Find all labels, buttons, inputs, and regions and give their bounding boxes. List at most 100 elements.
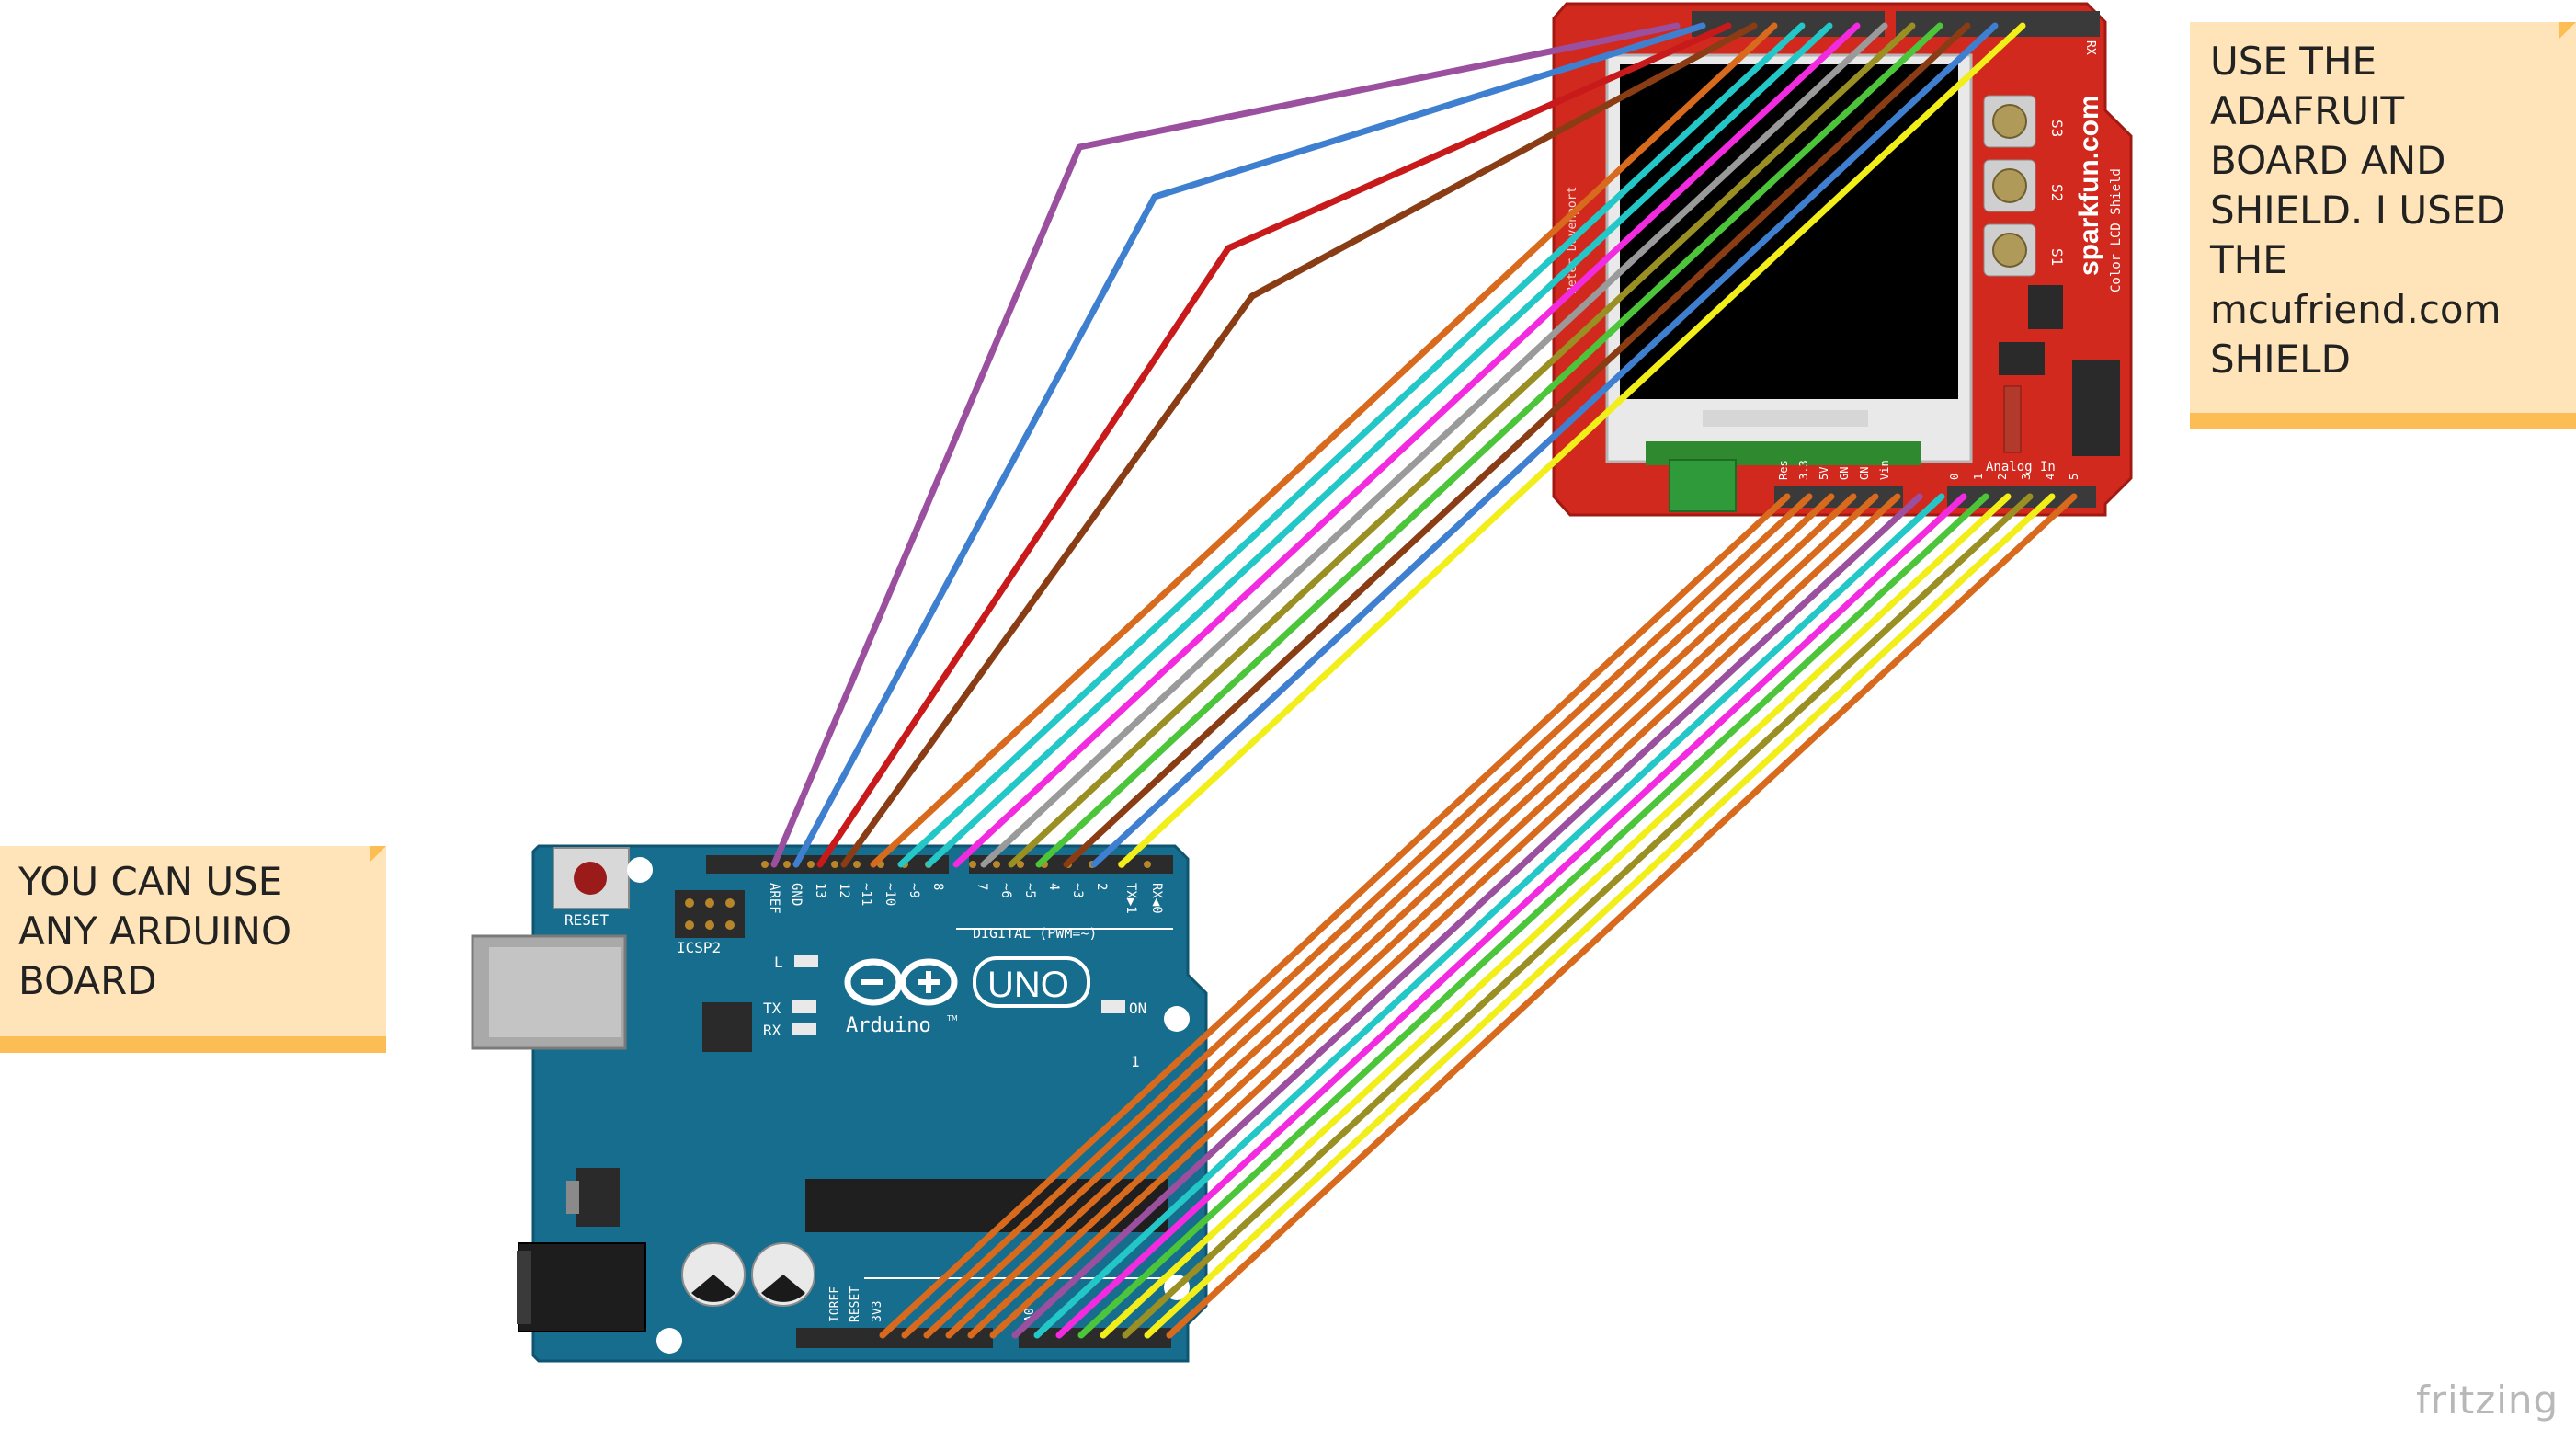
led-rx [792, 1023, 816, 1035]
header-pin [853, 861, 861, 868]
power-pin-3v3: 3V3 [871, 1301, 884, 1322]
note-bar [0, 1036, 386, 1053]
wire-analog [1144, 493, 2056, 1339]
shield-power-pin-label: 3.3 [1797, 460, 1810, 480]
shield-rx-label: RX [2083, 40, 2097, 55]
wire-digital [1118, 22, 2026, 868]
shield-resistor [2003, 385, 2022, 453]
wire-analog [1166, 493, 2078, 1339]
arduino-logo-tm: TM [946, 1014, 958, 1023]
lcd-shield: S3 S2 S1 sparkfun.com Color LCD Shield P… [1552, 2, 2133, 517]
note-fold-icon [2559, 22, 2576, 39]
arduino-logo-icon [844, 958, 958, 1006]
reset-label: RESET [564, 911, 610, 929]
note-arduino: YOU CAN USE ANY ARDUINO BOARD [0, 846, 386, 1053]
shield-buttons [1983, 95, 2036, 277]
digital-pin-label: 4 [1046, 883, 1061, 890]
digital-label: DIGITAL (PWM=~) [973, 925, 1097, 942]
button-s2-icon[interactable] [1992, 168, 2027, 203]
wire-brown [840, 22, 1758, 868]
shield-power-header [1774, 486, 1903, 508]
led-on [1101, 1000, 1125, 1013]
header-pin [969, 861, 976, 868]
led-l [794, 955, 818, 967]
shield-ic-small [2028, 285, 2063, 329]
wire-analog [1077, 493, 1989, 1339]
note-arduino-text: YOU CAN USE ANY ARDUINO BOARD [18, 859, 292, 1003]
led-tx [792, 1000, 816, 1013]
button-label-s1: S1 [2048, 248, 2066, 266]
wire-analog [923, 493, 1835, 1339]
wire-red [816, 22, 1732, 868]
analog-header [1019, 1328, 1171, 1348]
icsp2-header [675, 890, 745, 938]
digital-pin-label: 12 [837, 883, 851, 898]
header-pin [807, 861, 815, 868]
wire-blue [792, 22, 1706, 868]
wire-digital [897, 22, 1806, 868]
shield-analog-label: Analog In [1986, 460, 2056, 474]
shield-analog-pin-label: 3 [2020, 474, 2033, 480]
wire-analog [901, 493, 1813, 1339]
led-on-label: ON [1129, 1000, 1146, 1017]
digital-pin-label: 2 [1094, 883, 1109, 890]
button-s1-icon[interactable] [1992, 233, 2027, 268]
led-rx-label: RX [763, 1022, 781, 1039]
wires [770, 22, 2078, 1339]
power-header [796, 1328, 993, 1348]
uno-text: UNO [987, 965, 1069, 1005]
wire-digital [870, 22, 1778, 868]
shield-analog-pin-label: 4 [2044, 474, 2057, 480]
shield-brand: sparkfun.com [2074, 95, 2104, 276]
shield-ic-regulator [1999, 342, 2045, 375]
shield-power-pin-label: GN [1858, 467, 1871, 480]
wire-analog [1122, 493, 2034, 1339]
uno-badge [973, 956, 1090, 1008]
digital-pin-label: AREF [767, 883, 781, 914]
mount-hole [627, 857, 653, 883]
icsp2-label: ICSP2 [677, 939, 721, 956]
led-tx-label: TX [763, 1000, 781, 1017]
voltage-regulator [576, 1168, 620, 1227]
fritzing-watermark: fritzing [2416, 1378, 2559, 1423]
shield-analog-pin-label: 2 [1996, 474, 2009, 480]
digital-pin-label: ~11 [859, 883, 873, 906]
header-pin [761, 861, 769, 868]
wire-digital [925, 22, 1833, 868]
wire-analog [1033, 493, 1945, 1339]
digital-pin-label: ~9 [906, 883, 921, 898]
header-pin [831, 861, 838, 868]
wire-purple [770, 22, 1681, 868]
shield-ic-large [2072, 360, 2120, 456]
button-s3-icon[interactable] [1992, 104, 2027, 139]
digital-pin-label: ~5 [1022, 883, 1037, 898]
header-pin [993, 861, 1000, 868]
led-l-label: L [774, 954, 783, 971]
wire-digital [1008, 22, 1916, 868]
header-pin [1144, 861, 1151, 868]
shield-power-pin-label: 5V [1818, 467, 1830, 480]
header-pin [783, 861, 791, 868]
note-adafruit: USE THE ADAFRUIT BOARD AND SHIELD. I USE… [2190, 22, 2576, 429]
wire-digital [1063, 22, 1971, 868]
shield-analog-pin-label: 0 [1948, 474, 1961, 480]
shield-analog-pin-label: 1 [1972, 474, 1985, 480]
note-adafruit-text: USE THE ADAFRUIT BOARD AND SHIELD. I USE… [2210, 39, 2506, 382]
wire-analog [1100, 493, 2012, 1339]
wire-analog [1055, 493, 1967, 1339]
reset-button-icon[interactable] [574, 862, 607, 895]
power-pin-reset: RESET [849, 1286, 862, 1322]
shield-top-header-right [1896, 11, 2100, 37]
digital-pin-label: RX◀0 [1149, 883, 1164, 914]
wire-digital [952, 22, 1861, 868]
wire-analog [945, 493, 1857, 1339]
shield-power-pin-label: GN [1838, 467, 1851, 480]
arduino-logo-text: Arduino [846, 1014, 931, 1037]
digital-pin-label: 7 [975, 883, 989, 890]
shield-product: Color LCD Shield [2109, 168, 2124, 292]
wire-analog [989, 493, 1901, 1339]
